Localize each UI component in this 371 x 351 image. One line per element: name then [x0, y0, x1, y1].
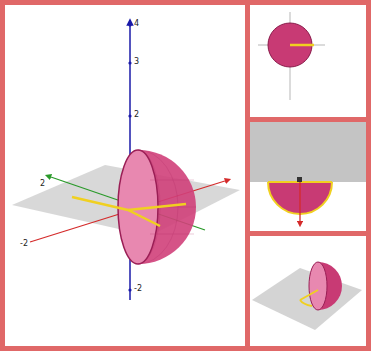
main-panel [5, 5, 245, 346]
axis-tick-label: -2 [134, 285, 142, 293]
hemisphere-face [309, 262, 327, 310]
perspective-panel [250, 236, 366, 346]
x-axis [299, 182, 300, 224]
radius-line [290, 44, 314, 47]
plane-view [252, 268, 362, 330]
center-mark [297, 177, 302, 182]
radius-line [300, 290, 318, 306]
front-view-panel [250, 122, 366, 231]
plane-view [250, 122, 366, 182]
axis-tick-label: -2 [20, 240, 28, 248]
radius-lines [72, 197, 186, 226]
axis-tick-label: 3 [134, 58, 139, 66]
top-view-panel [250, 5, 366, 117]
axis-tick-label: 4 [134, 20, 139, 28]
axis-tick-label: 2 [134, 111, 139, 119]
axis-tick-label: 2 [40, 180, 45, 188]
